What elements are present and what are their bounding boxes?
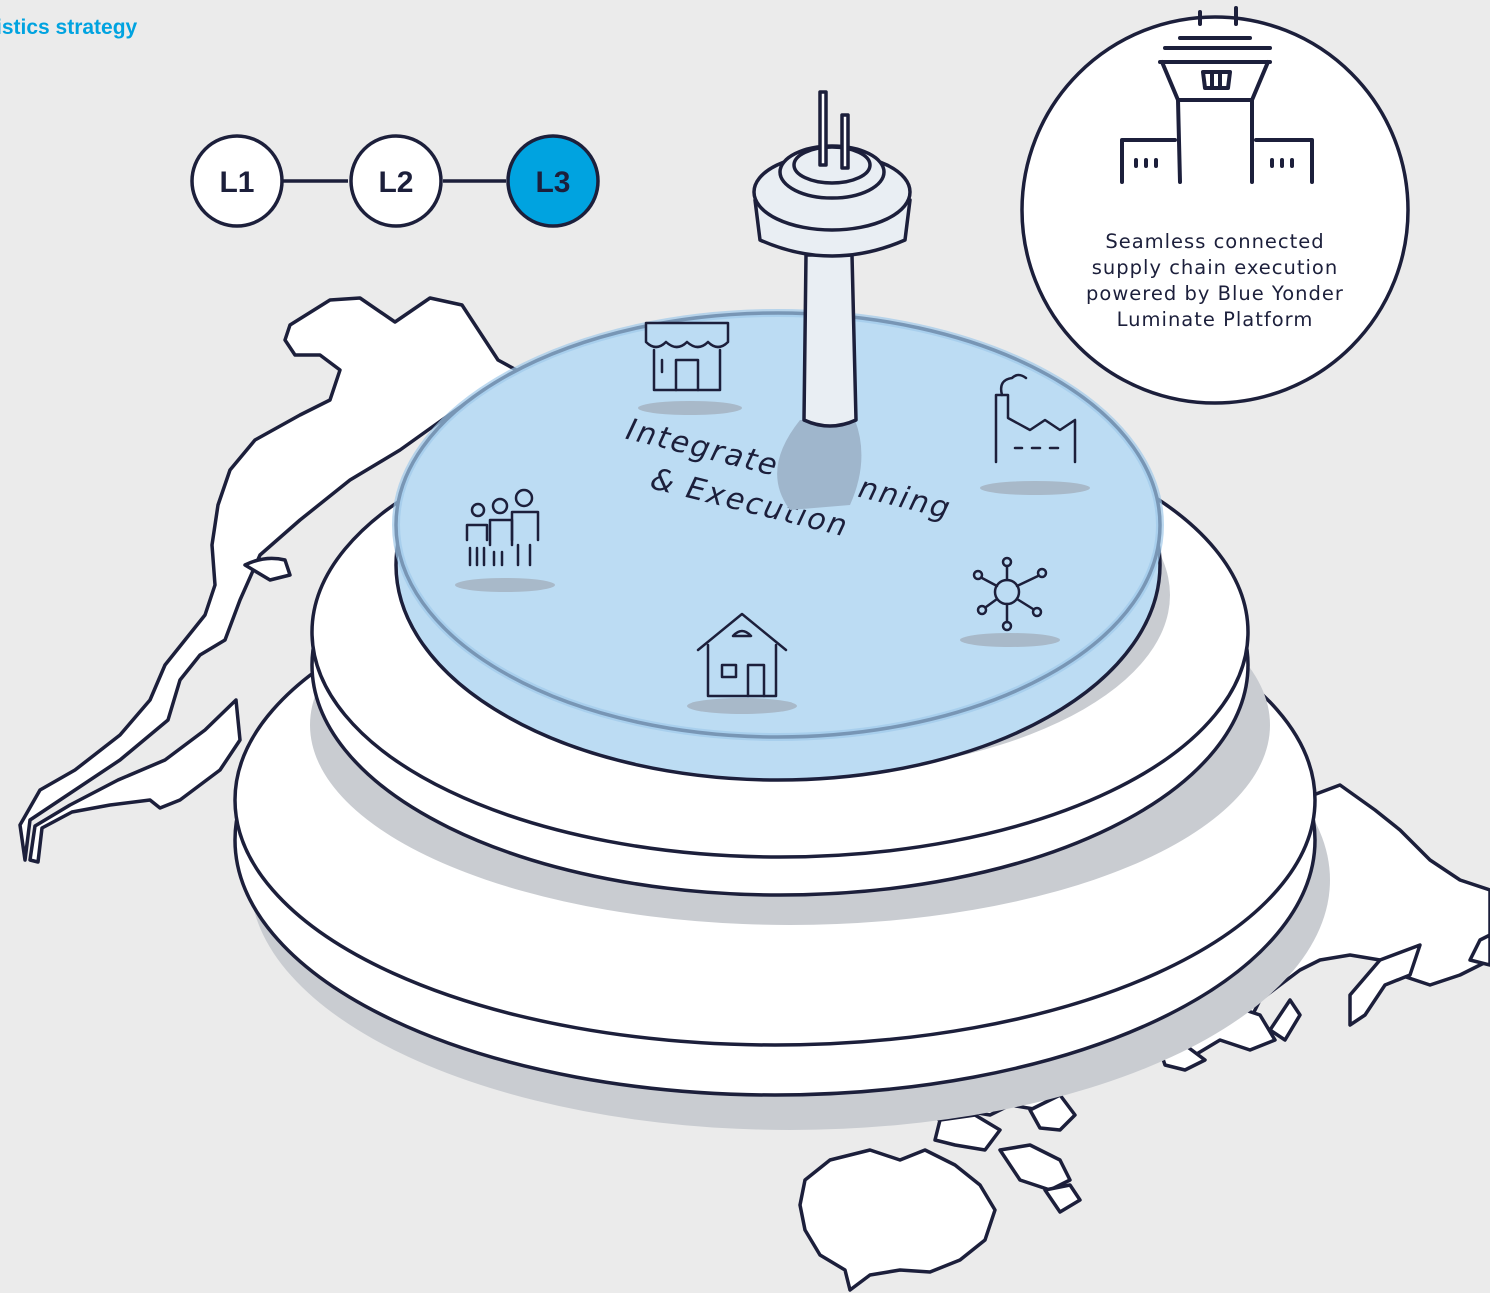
callout-line-2: supply chain execution bbox=[1092, 256, 1338, 279]
level-button-l1[interactable]: L1 bbox=[190, 134, 284, 228]
level-label-l3: L3 bbox=[535, 166, 570, 199]
level-button-l2[interactable]: L2 bbox=[349, 134, 443, 228]
page-title: istics strategy bbox=[0, 16, 138, 39]
callout: Seamless connected supply chain executio… bbox=[1020, 6, 1410, 405]
level-label-l1: L1 bbox=[219, 166, 254, 199]
store-icon bbox=[638, 321, 742, 415]
network-hub-icon bbox=[960, 556, 1060, 647]
australia-shape bbox=[798, 1148, 997, 1292]
platform-stack bbox=[233, 309, 1330, 1130]
house-icon bbox=[687, 612, 797, 714]
level-button-l3[interactable]: L3 bbox=[506, 134, 600, 228]
tower-icon bbox=[752, 90, 912, 510]
callout-line-4: Luminate Platform bbox=[1117, 308, 1314, 331]
callout-line-1: Seamless connected bbox=[1105, 230, 1324, 253]
factory-icon bbox=[980, 373, 1090, 495]
level-label-l2: L2 bbox=[378, 166, 413, 199]
control-tower-icon bbox=[1120, 6, 1314, 184]
callout-line-3: powered by Blue Yonder bbox=[1086, 282, 1344, 305]
people-icon bbox=[455, 488, 555, 592]
level-indicator: L1 L2 L3 bbox=[190, 134, 600, 228]
